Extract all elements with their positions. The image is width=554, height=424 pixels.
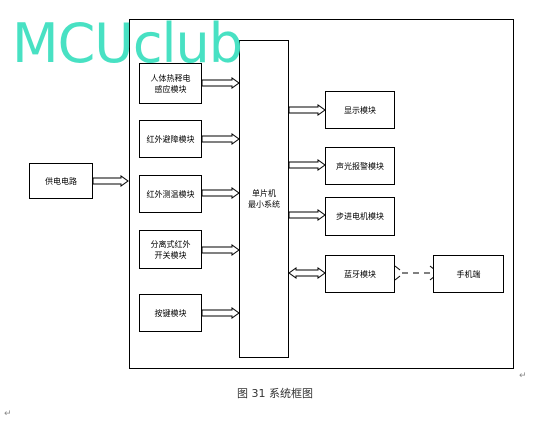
arrow-power-to-system — [92, 175, 129, 187]
mcu-block: 单片机 最小系统 — [239, 40, 289, 358]
paragraph-mark: ↵ — [4, 409, 12, 419]
ir-temp-block: 红外测温模块 — [139, 175, 202, 213]
arrow-ir-switch-to-mcu — [201, 244, 240, 256]
bluetooth-block: 蓝牙模块 — [325, 255, 395, 293]
arrow-body-sensor-to-mcu — [201, 77, 240, 89]
keys-block: 按键模块 — [139, 294, 202, 332]
figure-caption: 图 31 系统框图 — [237, 387, 313, 400]
arrow-mcu-to-display — [288, 104, 326, 116]
motor-block: 步进电机模块 — [325, 197, 395, 236]
ir-switch-block: 分离式红外 开关模块 — [139, 230, 202, 269]
power-circuit-block: 供电电路 — [29, 163, 93, 199]
alarm-block: 声光报警模块 — [325, 147, 395, 185]
wireless-link — [394, 265, 436, 281]
body-sensor-block: 人体热释电 感应模块 — [139, 63, 202, 104]
system-frame — [129, 19, 514, 369]
arrow-mcu-to-alarm — [288, 159, 326, 171]
mcuclub-watermark: MCUclub — [12, 12, 243, 75]
ir-avoid-block: 红外避障模块 — [139, 120, 202, 158]
display-block: 显示模块 — [325, 91, 395, 129]
arrow-ir-avoid-to-mcu — [201, 133, 240, 145]
arrow-ir-temp-to-mcu — [201, 187, 240, 199]
phone-block: 手机端 — [433, 255, 504, 293]
arrow-mcu-bluetooth-bidirectional — [288, 267, 326, 279]
arrow-mcu-to-motor — [288, 209, 326, 221]
arrow-keys-to-mcu — [201, 307, 240, 319]
paragraph-mark: ↵ — [519, 371, 527, 381]
